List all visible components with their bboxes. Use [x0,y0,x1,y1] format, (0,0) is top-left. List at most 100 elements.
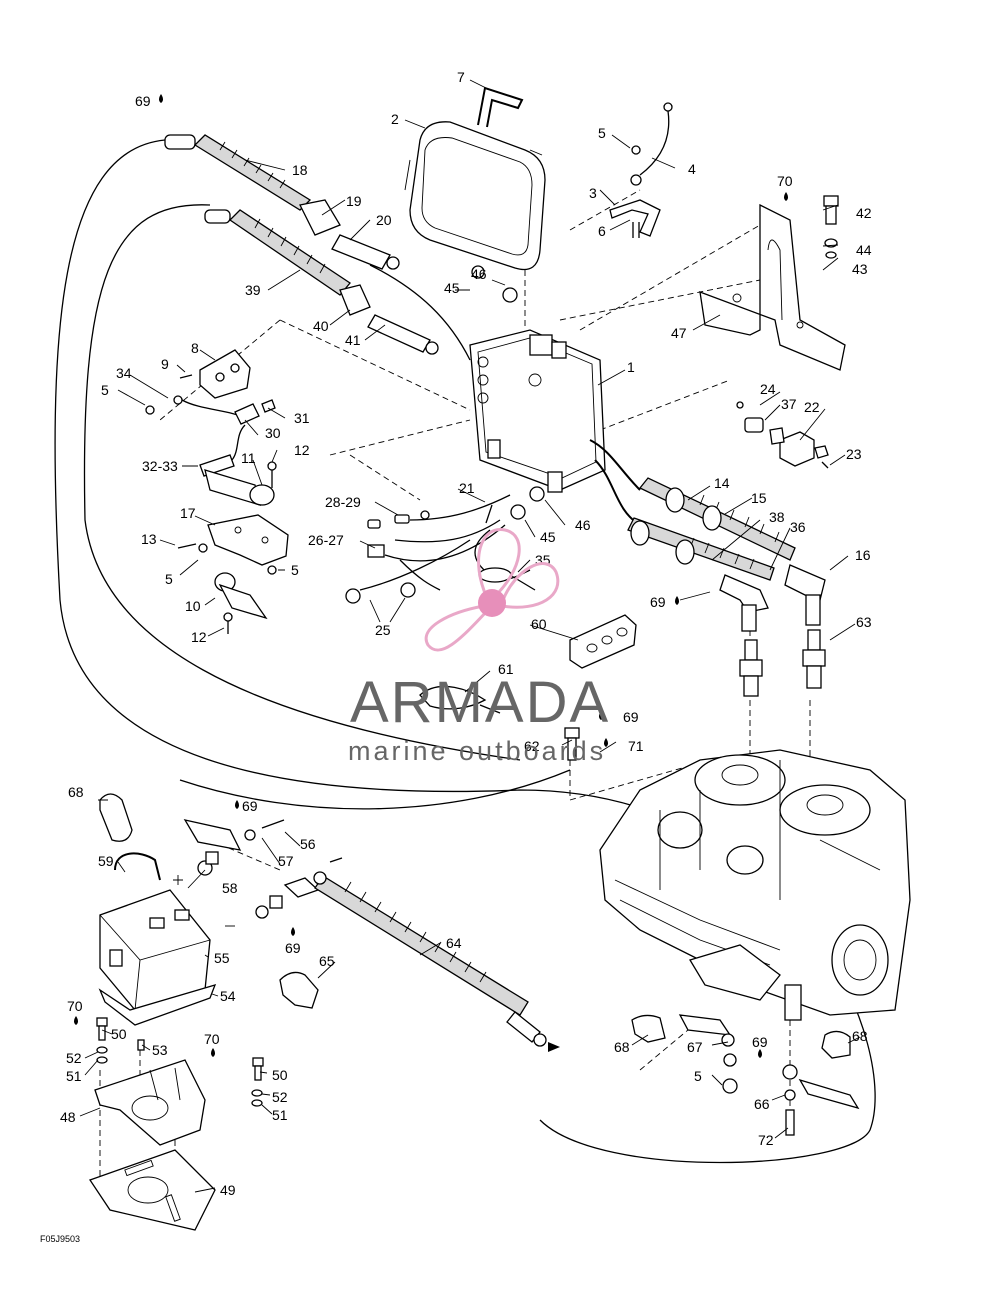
callout-15: 15 [751,490,767,506]
callout-70: 70 [67,998,83,1014]
drop-icon [159,94,163,103]
callout-69: 69 [752,1034,768,1050]
callout-53: 53 [152,1042,168,1058]
callout-72: 72 [758,1132,774,1148]
callout-55: 55 [214,950,230,966]
coil-10 [214,572,268,634]
callout-61: 61 [498,661,514,677]
callout-18: 18 [292,162,308,178]
drop-icon [235,800,239,809]
bracket-7 [477,86,524,128]
callout-69: 69 [135,93,151,109]
callout-28-29: 28-29 [325,494,361,510]
battery-55 [99,852,211,1011]
callout-46: 46 [471,266,487,282]
callout-16: 16 [855,547,871,563]
choke-cable-39 [204,209,439,355]
callout-5: 5 [165,571,173,587]
cable-tie-35 [474,529,536,591]
callout-7: 7 [457,69,465,85]
callout-6: 6 [598,223,606,239]
ground-wire-4 [630,102,673,186]
callout-50: 50 [111,1026,127,1042]
callout-46: 46 [575,517,591,533]
callout-66: 66 [754,1096,770,1112]
callout-14: 14 [714,475,730,491]
callout-12: 12 [191,629,207,645]
drop-icon [291,927,295,936]
callout-5: 5 [598,125,606,141]
callout-17: 17 [180,505,196,521]
bracket-17 [177,514,289,575]
callout-9: 9 [161,356,169,372]
callout-58: 58 [222,880,238,896]
loop-cables [54,139,876,1164]
callout-4: 4 [688,161,696,177]
callout-65: 65 [319,953,335,969]
callout-62: 62 [524,738,540,754]
callout-40: 40 [313,318,329,334]
callout-49: 49 [220,1182,236,1198]
bracket-3 [609,145,661,238]
callout-48: 48 [60,1109,76,1125]
drop-icon [758,1049,762,1058]
propeller-icon [424,528,560,652]
callout-39: 39 [245,282,261,298]
callout-31: 31 [294,410,310,426]
callout-12: 12 [294,442,310,458]
drawing-code: F05J9503 [40,1234,80,1244]
holder-bolts [96,1017,264,1107]
callout-23: 23 [846,446,862,462]
callout-8: 8 [191,340,199,356]
connector-22 [736,401,829,469]
drop-icon [675,596,679,605]
callout-51: 51 [272,1107,288,1123]
callout-69: 69 [623,709,639,725]
leader-lines [79,79,861,1193]
callout-22: 22 [804,399,820,415]
callout-70: 70 [204,1031,220,1047]
callout-67: 67 [687,1039,703,1055]
callout-20: 20 [376,212,392,228]
callout-37: 37 [781,396,797,412]
plug-wires [589,439,826,632]
callout-56: 56 [300,836,316,852]
callout-52: 52 [66,1050,82,1066]
callout-51: 51 [66,1068,82,1084]
callout-71: 71 [628,738,644,754]
cover-2 [404,121,546,271]
callout-45: 45 [444,280,460,296]
callout-32-33: 32-33 [142,458,178,474]
electrical-box-1 [469,265,606,493]
callout-2: 2 [391,111,399,127]
callout-11: 11 [241,450,256,466]
watermark-brand: ARMADA [350,670,610,735]
battery-cable-64 [283,875,547,1047]
engine-block [599,749,911,1021]
bolt-42-44-43 [823,195,839,259]
drop-icon [74,1016,78,1025]
plate-49 [88,1149,216,1231]
drop-icon [599,711,603,720]
callout-60: 60 [531,616,547,632]
callout-42: 42 [856,205,872,221]
support-bracket-47 [699,203,846,371]
callout-50: 50 [272,1067,288,1083]
strap-61 [419,685,501,714]
callout-labels: 1 2 3 4 5 5 5 5 5 6 7 8 9 10 11 12 12 13… [40,69,872,1244]
callout-25: 25 [375,622,391,638]
callout-5: 5 [291,562,299,578]
callout-68: 68 [68,784,84,800]
callout-54: 54 [220,988,236,1004]
callout-10: 10 [185,598,201,614]
drop-icon [604,738,608,747]
callout-44: 44 [856,242,872,258]
callout-21: 21 [459,480,475,496]
callout-41: 41 [345,332,361,348]
drop-icon [784,192,788,201]
callout-36: 36 [790,519,806,535]
callout-24: 24 [760,381,776,397]
callout-52: 52 [272,1089,288,1105]
callout-34: 34 [116,365,132,381]
